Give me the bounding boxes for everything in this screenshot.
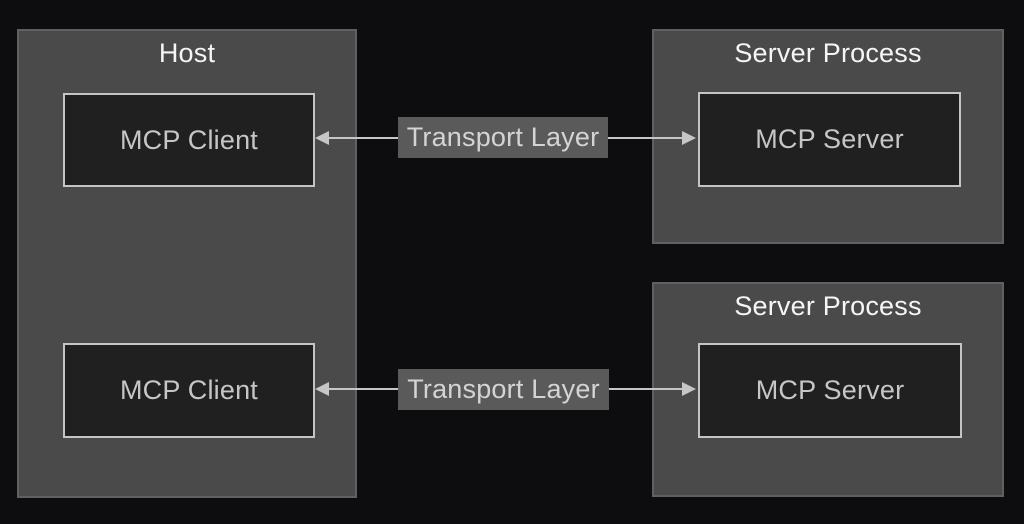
transport-layer-label-1: Transport Layer (398, 117, 608, 158)
mcp-client-node-2: MCP Client (63, 343, 315, 438)
mcp-server-node-2: MCP Server (698, 343, 962, 438)
mcp-client-label-2: MCP Client (119, 375, 259, 405)
mcp-server-label-2: MCP Server (755, 375, 905, 405)
host-title: Host (158, 38, 216, 68)
server-process-box-2: Server Process MCP Server (652, 282, 1004, 497)
mcp-client-label-1: MCP Client (119, 124, 259, 155)
mcp-client-node-1: MCP Client (63, 93, 315, 187)
mcp-server-node-1: MCP Server (698, 92, 961, 187)
mcp-server-label-1: MCP Server (755, 124, 904, 154)
server-process-box-1: Server Process MCP Server (652, 29, 1004, 244)
server-process-title-2: Server Process (734, 291, 922, 321)
transport-layer-label-2: Transport Layer (398, 369, 609, 410)
server-process-title-1: Server Process (734, 38, 922, 68)
host-box: Host MCP Client MCP Client (17, 29, 357, 498)
